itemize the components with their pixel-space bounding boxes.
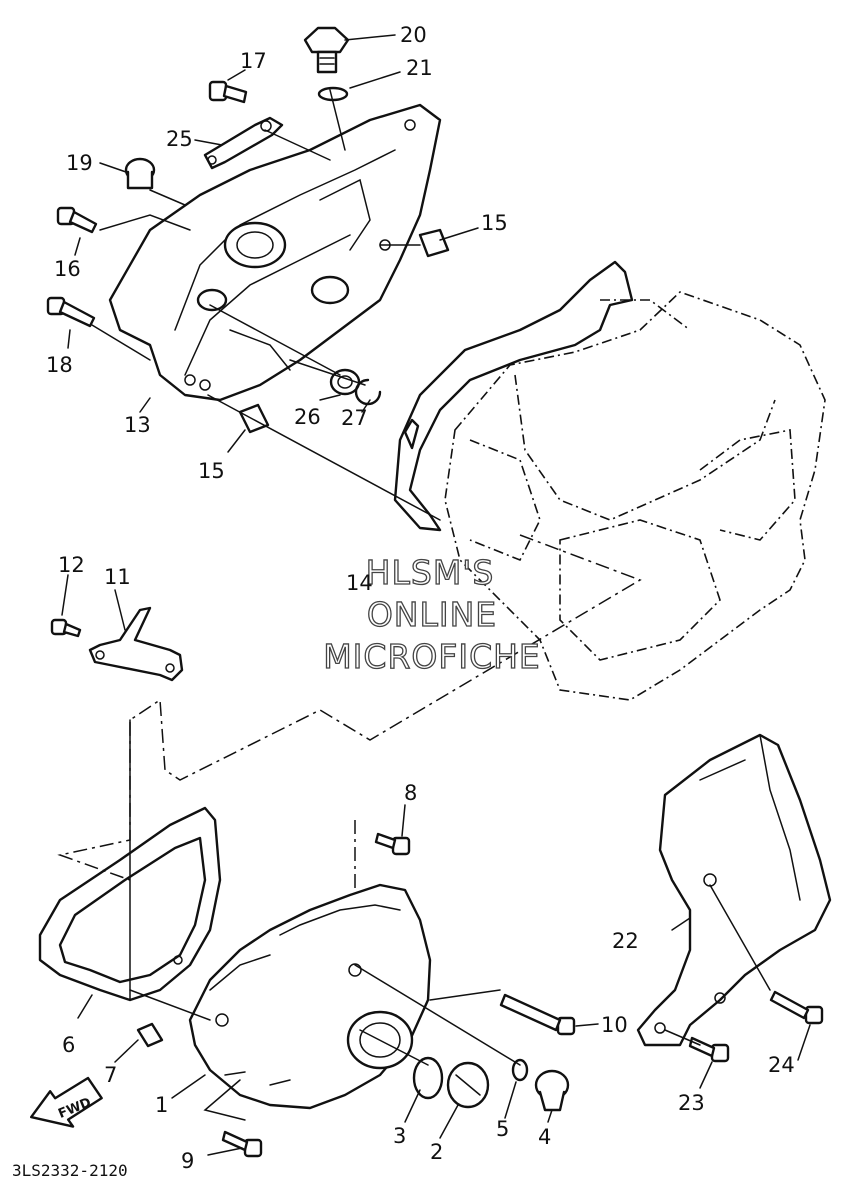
circlip-27 [354, 378, 382, 406]
watermark-line-3: MICROFICHE [323, 637, 541, 676]
bolt-23 [688, 1036, 730, 1063]
sprocket-cover-22 [636, 733, 832, 1047]
engine-block-outline [444, 291, 826, 701]
o-ring-5 [511, 1058, 529, 1082]
diagram-code: 3LS2332-2120 [12, 1161, 128, 1180]
bolt-9 [221, 1130, 263, 1158]
callout-23: 23 [678, 1091, 705, 1115]
alignment-reference-line [57, 534, 642, 881]
callout-21: 21 [406, 56, 433, 80]
watermark-line-2: ONLINE [367, 595, 497, 634]
sprocket-cover-leaders [664, 884, 811, 1089]
dowel-pin-15-lower [238, 403, 270, 434]
crankcase-cover-13 [108, 103, 442, 402]
callout-8: 8 [404, 781, 417, 805]
callout-4: 4 [538, 1125, 551, 1149]
watermark-line-1: HLSM'S [366, 553, 495, 592]
callout-5: 5 [496, 1117, 509, 1141]
callout-20: 20 [400, 23, 427, 47]
bolt-24 [769, 990, 824, 1025]
bolt-16 [56, 206, 98, 234]
callout-13: 13 [124, 413, 151, 437]
callout-17: 17 [240, 49, 267, 73]
dowel-pin-15-upper [418, 228, 450, 258]
bolt-8 [374, 832, 411, 856]
callout-18: 18 [46, 353, 73, 377]
crankcase-cover-1 [188, 883, 432, 1110]
watermark: HLSM'S ONLINE MICROFICHE [323, 552, 541, 676]
bolt-18 [46, 296, 96, 328]
callout-15-upper: 15 [481, 211, 508, 235]
oil-filler-cap-20 [303, 26, 350, 74]
callout-6: 6 [62, 1033, 75, 1057]
callout-25: 25 [166, 127, 193, 151]
plug-2 [446, 1061, 490, 1109]
dowel-7 [136, 1022, 164, 1048]
callout-2: 2 [430, 1140, 443, 1164]
seal-19 [124, 157, 156, 190]
upper-leader-lines [67, 34, 479, 521]
guide-11 [88, 606, 184, 682]
bolt-10 [499, 993, 576, 1036]
o-ring-3 [412, 1056, 444, 1100]
callout-22: 22 [612, 929, 639, 953]
bolt-17 [208, 80, 248, 104]
callout-16: 16 [54, 257, 81, 281]
callout-7: 7 [104, 1063, 117, 1087]
o-ring-21 [317, 86, 349, 102]
leader-11 [114, 589, 126, 631]
crankcase-cover-gasket-14 [393, 260, 634, 532]
callout-9: 9 [181, 1149, 194, 1173]
screw-12 [50, 618, 82, 638]
callout-1: 1 [155, 1093, 168, 1117]
callout-12: 12 [58, 553, 85, 577]
lower-leader-lines [77, 719, 599, 1156]
callout-27: 27 [341, 406, 368, 430]
callout-3: 3 [393, 1124, 406, 1148]
callout-26: 26 [294, 405, 321, 429]
callout-10: 10 [601, 1013, 628, 1037]
callout-14: 14 [346, 571, 373, 595]
leader-12 [61, 574, 69, 616]
callout-19: 19 [66, 151, 93, 175]
gasket-6 [38, 806, 222, 1002]
callout-labels: 20 21 17 25 19 16 18 13 15 15 26 27 14 1… [46, 23, 795, 1173]
bracket-25 [203, 116, 284, 170]
plug-4 [534, 1069, 570, 1112]
callout-24: 24 [768, 1053, 795, 1077]
callout-11: 11 [104, 565, 131, 589]
fwd-direction-arrow: FWD [29, 1076, 103, 1128]
callout-15-lower: 15 [198, 459, 225, 483]
